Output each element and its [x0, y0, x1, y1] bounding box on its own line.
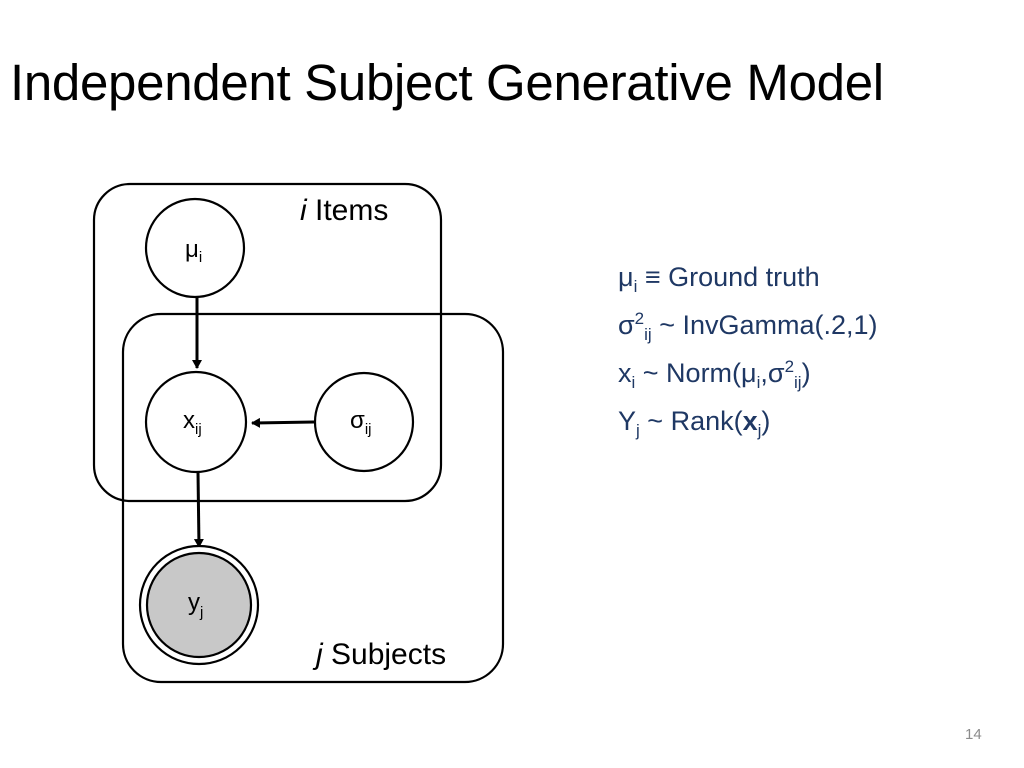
- equation-y-rank: Yj ~ Rank(xj): [618, 406, 771, 440]
- subjects-plate-label: j Subjects: [312, 638, 446, 671]
- edge-x-to-y: [193, 471, 204, 548]
- svg-text:μi: μi: [185, 236, 202, 266]
- svg-text:σij: σij: [350, 407, 371, 438]
- subjects-plate: [121, 312, 505, 684]
- items-plate-label: i Items: [300, 194, 388, 227]
- node-mu: μi: [144, 197, 246, 299]
- items-plate: [92, 182, 443, 503]
- svg-text:yj: yj: [188, 589, 203, 621]
- node-sigma: σij: [313, 371, 415, 473]
- node-y-observed: yj: [138, 544, 260, 666]
- page-number: 14: [965, 726, 982, 743]
- equation-sigma-invgamma: σ2ij ~ InvGamma(.2,1): [618, 309, 878, 344]
- edge-sigma-to-x: [251, 417, 315, 428]
- model-equations: μi ≡ Ground truth σ2ij ~ InvGamma(.2,1) …: [618, 253, 878, 445]
- slide-title: Independent Subject Generative Model: [10, 54, 884, 111]
- svg-text:xij: xij: [183, 407, 202, 438]
- equation-x-norm: xi ~ Norm(μi,σ2ij): [618, 357, 811, 392]
- node-x: xij: [144, 370, 248, 474]
- equation-mu-ground-truth: μi ≡ Ground truth: [618, 262, 820, 296]
